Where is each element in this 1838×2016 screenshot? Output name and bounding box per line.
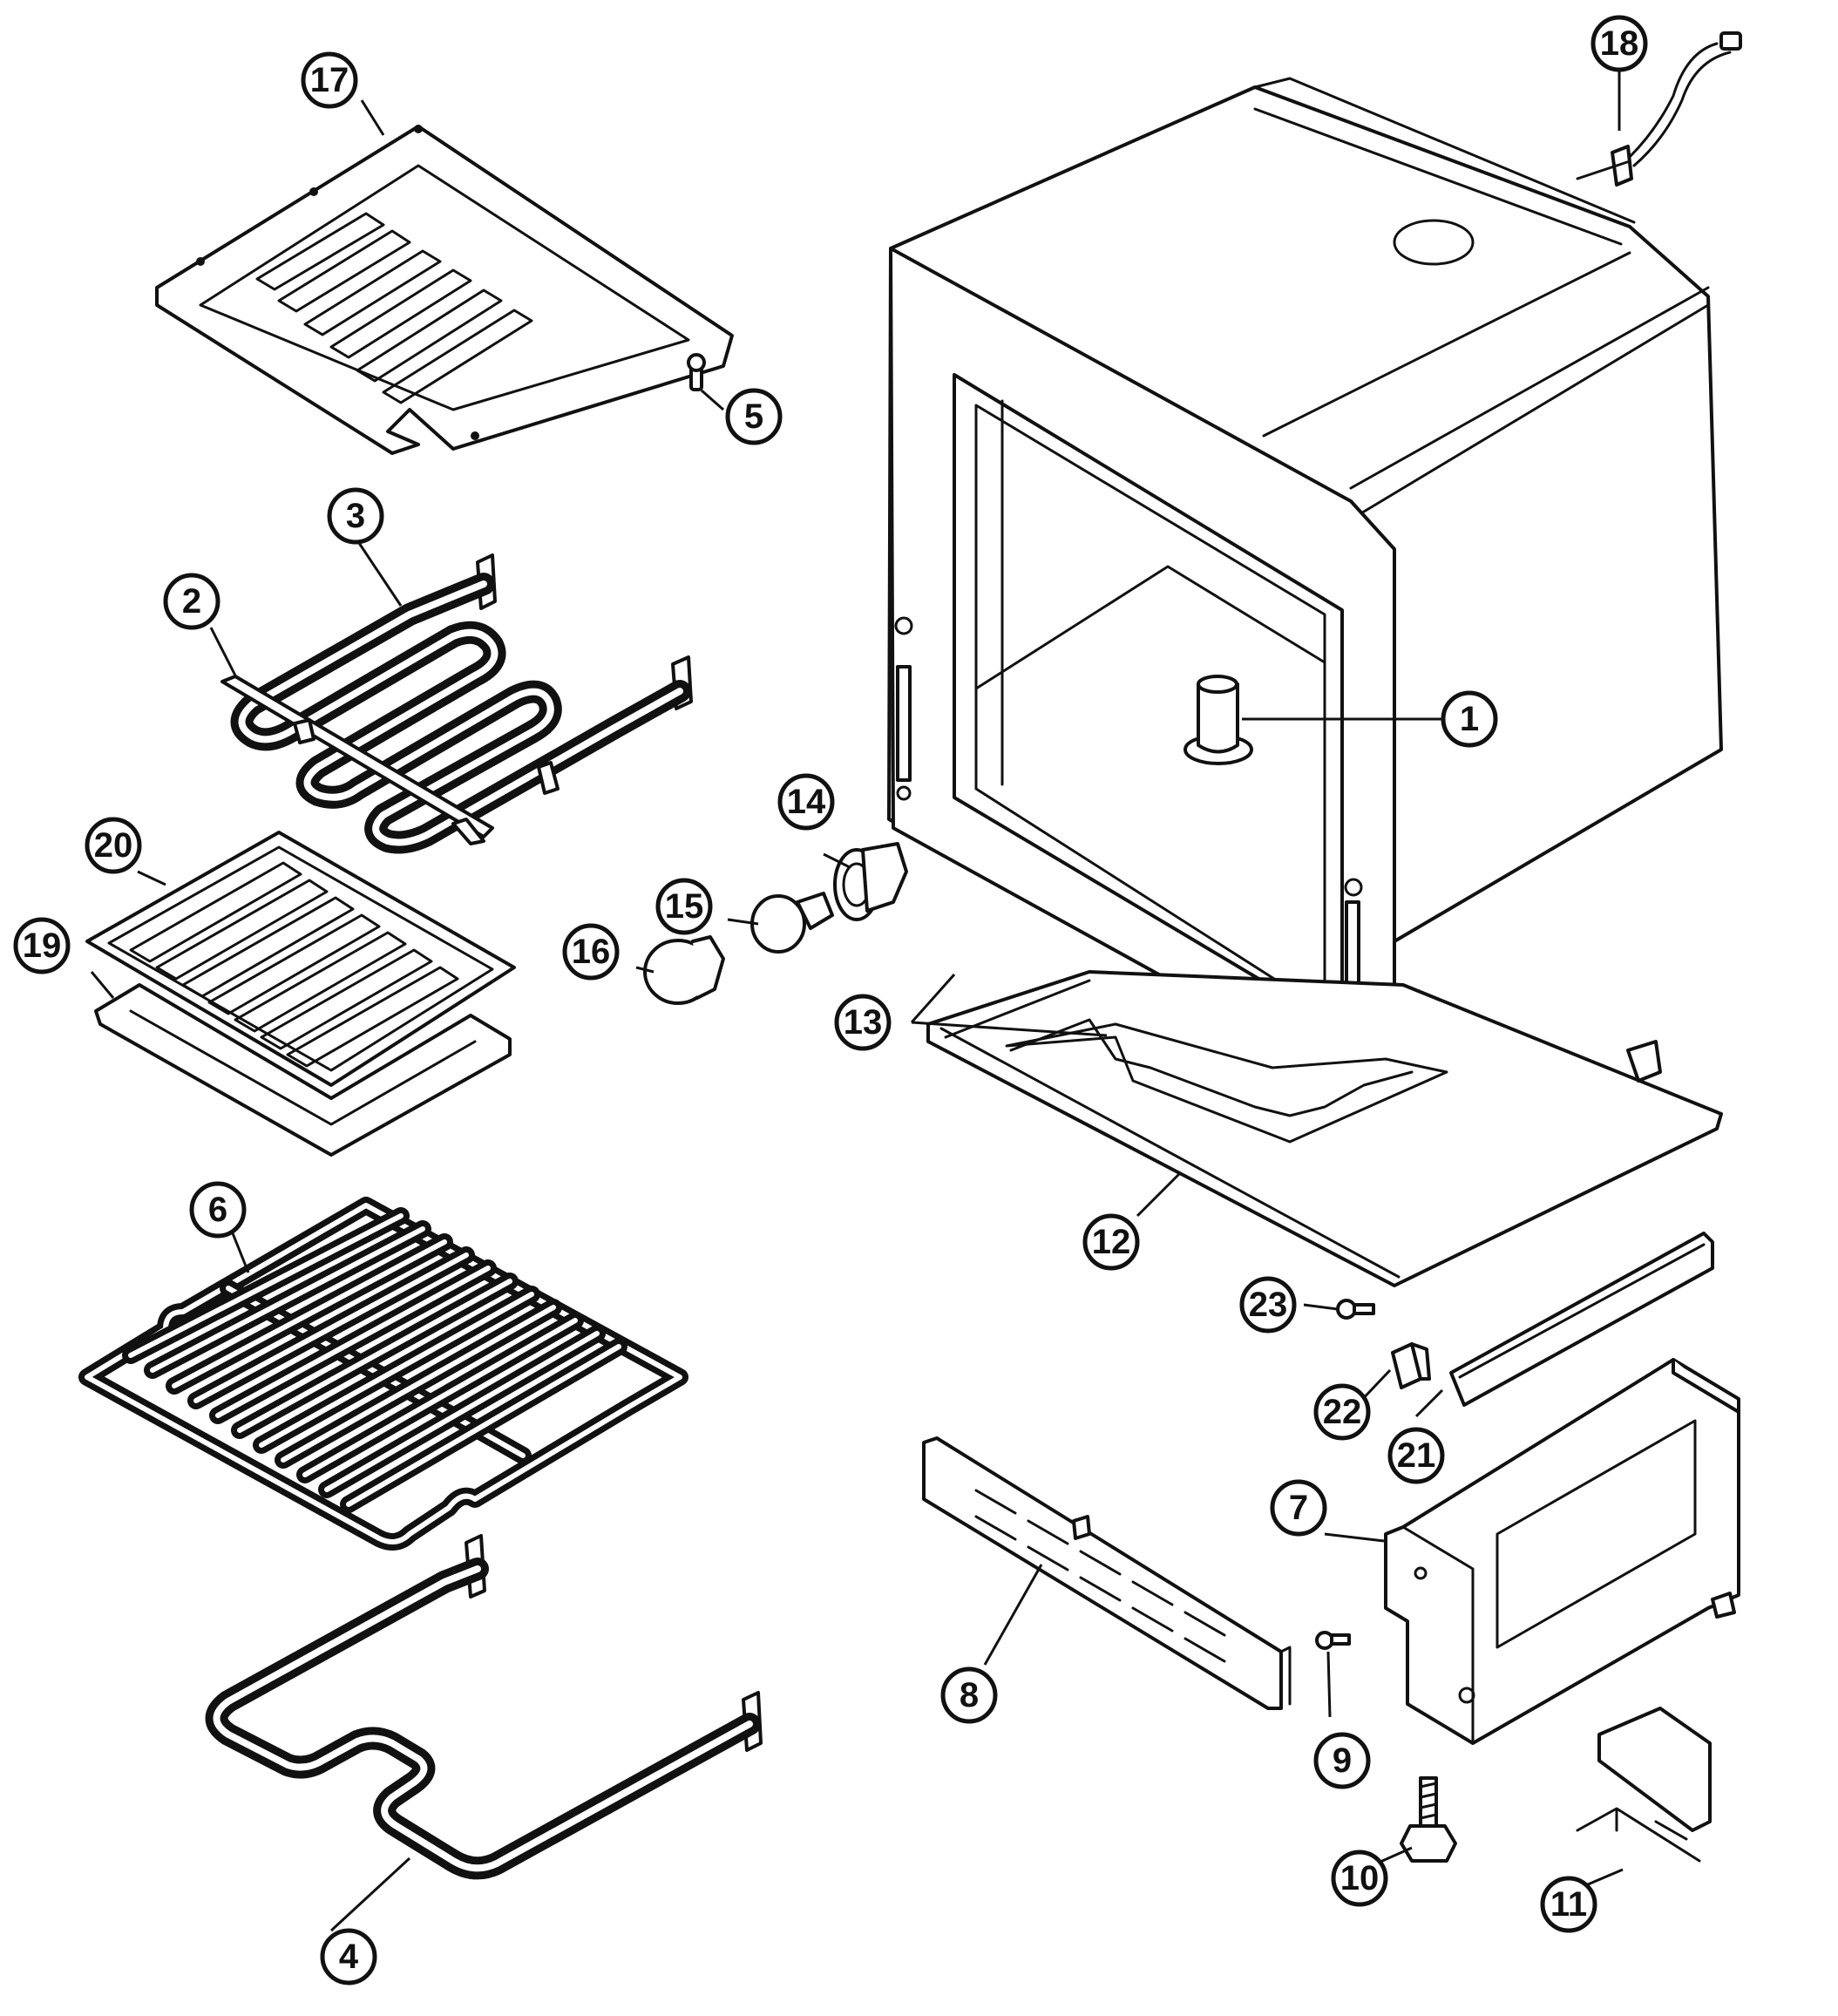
svg-text:11: 11 xyxy=(1550,1885,1587,1924)
part-17-heat-shield xyxy=(155,125,734,455)
part-15-light-bulb xyxy=(750,892,834,954)
callout-8: 8 xyxy=(940,1666,998,1724)
callout-2: 2 xyxy=(163,573,220,630)
callout-15: 15 xyxy=(655,878,713,935)
part-1-light-housing xyxy=(1184,675,1253,765)
part-11-anti-tip-bracket xyxy=(1576,1707,1712,1863)
callout-13: 13 xyxy=(834,994,892,1051)
svg-text:2: 2 xyxy=(182,582,201,621)
part-22-clip xyxy=(1391,1342,1431,1389)
part-9-screw xyxy=(1315,1631,1351,1650)
callout-20: 20 xyxy=(85,817,142,874)
svg-text:4: 4 xyxy=(339,1938,359,1976)
part-21-rail xyxy=(1449,1232,1714,1407)
svg-text:16: 16 xyxy=(572,933,611,971)
svg-text:19: 19 xyxy=(23,927,62,965)
part-5-screw xyxy=(687,353,706,391)
svg-text:1: 1 xyxy=(1460,700,1479,738)
part-16-lens-cover xyxy=(643,935,725,1005)
part-20-broiler-pan-insert xyxy=(85,831,516,1087)
part-18-wire-harness xyxy=(1576,31,1742,187)
part-7-frame-support xyxy=(1384,1358,1740,1745)
callout-16: 16 xyxy=(562,923,620,981)
svg-text:23: 23 xyxy=(1249,1286,1288,1324)
callout-21: 21 xyxy=(1387,1427,1445,1484)
callout-7: 7 xyxy=(1270,1479,1327,1537)
callout-22: 22 xyxy=(1313,1383,1371,1441)
part-4-bake-element xyxy=(205,1534,763,1880)
part-19-broiler-pan xyxy=(94,983,512,1157)
part-12-oven-bottom xyxy=(926,970,1723,1287)
part-10-leveling-leg xyxy=(1400,1776,1457,1863)
svg-text:8: 8 xyxy=(960,1676,979,1714)
part-13-insulation xyxy=(1009,1018,1414,1117)
svg-text:14: 14 xyxy=(787,783,826,821)
callout-14: 14 xyxy=(777,773,835,831)
svg-text:7: 7 xyxy=(1289,1489,1308,1527)
svg-text:13: 13 xyxy=(844,1003,883,1042)
svg-text:22: 22 xyxy=(1323,1393,1362,1431)
svg-text:9: 9 xyxy=(1333,1741,1352,1780)
callout-5: 5 xyxy=(725,388,783,445)
svg-text:12: 12 xyxy=(1092,1223,1131,1261)
part-23-screw xyxy=(1336,1299,1375,1320)
leader-lines xyxy=(90,71,1624,1932)
callout-19: 19 xyxy=(13,917,71,974)
svg-text:17: 17 xyxy=(310,61,349,99)
callout-11: 11 xyxy=(1540,1876,1597,1933)
callout-4: 4 xyxy=(320,1928,377,1985)
callout-9: 9 xyxy=(1313,1732,1371,1789)
callout-1: 1 xyxy=(1441,690,1498,748)
callout-6: 6 xyxy=(189,1181,247,1239)
svg-text:18: 18 xyxy=(1600,24,1639,63)
callout-23: 23 xyxy=(1239,1276,1297,1334)
callout-18: 18 xyxy=(1590,15,1648,72)
callout-17: 17 xyxy=(301,51,358,109)
callout-12: 12 xyxy=(1082,1213,1140,1271)
svg-text:3: 3 xyxy=(346,497,365,535)
part-6-oven-rack xyxy=(78,1197,688,1551)
oven-cavity xyxy=(887,77,1723,1087)
callout-10: 10 xyxy=(1331,1850,1388,1907)
part-2-element-bracket xyxy=(220,675,560,845)
part-3-broil-element xyxy=(230,553,693,854)
part-8-vent-panel xyxy=(922,1436,1292,1710)
svg-text:15: 15 xyxy=(665,887,704,926)
part-14-lamp-receptacle xyxy=(833,842,908,921)
svg-text:20: 20 xyxy=(94,826,133,865)
svg-text:21: 21 xyxy=(1397,1436,1436,1475)
callout-3: 3 xyxy=(327,487,384,545)
svg-text:10: 10 xyxy=(1340,1859,1380,1897)
svg-text:6: 6 xyxy=(208,1191,227,1229)
svg-text:5: 5 xyxy=(744,397,763,436)
